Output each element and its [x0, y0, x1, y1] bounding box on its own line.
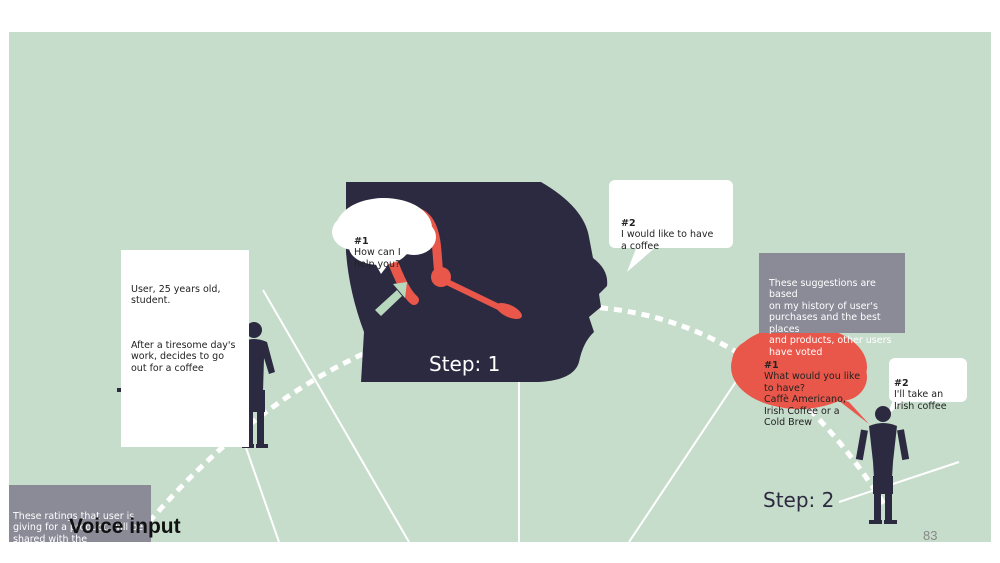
slide: User, 25 years old, student. After a tir…	[9, 32, 991, 542]
reply-bubble-num: #2	[894, 377, 909, 389]
suggestions-card: These suggestions are based on my histor…	[759, 253, 905, 358]
reply-bubble: #2 I'll take an Irish coffee	[889, 358, 967, 412]
radial-line	[628, 361, 750, 542]
suggestions-text: These suggestions are based on my histor…	[769, 277, 892, 358]
user-bubble-tail	[627, 246, 657, 272]
suggest-bubble-shape	[731, 325, 869, 424]
suggest-bubble-text: What would you like to have? Caffè Ameri…	[764, 371, 861, 428]
page-number: 83	[923, 528, 938, 542]
user-bubble-num: #2	[621, 217, 636, 229]
assistant-bubble: #1 How can I help you?	[354, 224, 434, 270]
suggest-bubble-num: #1	[764, 359, 779, 371]
step2-label: Step: 2	[763, 488, 835, 512]
scene-illustration	[117, 182, 960, 542]
persona-line1: User, 25 years old, student.	[131, 283, 221, 307]
ratings-text: These ratings that user is giving for a …	[13, 510, 144, 543]
persona-card: User, 25 years old, student. After a tir…	[121, 250, 249, 447]
voice-input-label: Voice input	[69, 515, 181, 538]
user-bubble: #2 I would like to have a coffee	[609, 180, 733, 252]
assistant-bubble-text: How can I help you?	[354, 247, 401, 270]
assistant-bubble-num: #1	[354, 235, 369, 247]
radial-line	[838, 461, 960, 503]
headset-mic-tip	[496, 302, 522, 320]
user-bubble-text: I would like to have a coffee	[621, 229, 714, 252]
step1-label: Step: 1	[429, 352, 501, 376]
persona-line2: After a tiresome day's work, decides to …	[131, 339, 236, 374]
assistant-bubble-shape	[332, 198, 436, 274]
ratings-card: These ratings that user is giving for a …	[9, 485, 151, 542]
arrow-icon	[375, 282, 407, 316]
person-silhouette	[855, 406, 910, 524]
suggest-bubble: #1 What would you like to have? Caffè Am…	[764, 348, 879, 429]
radial-line	[262, 289, 410, 542]
reply-bubble-text: I'll take an Irish coffee	[894, 389, 947, 412]
